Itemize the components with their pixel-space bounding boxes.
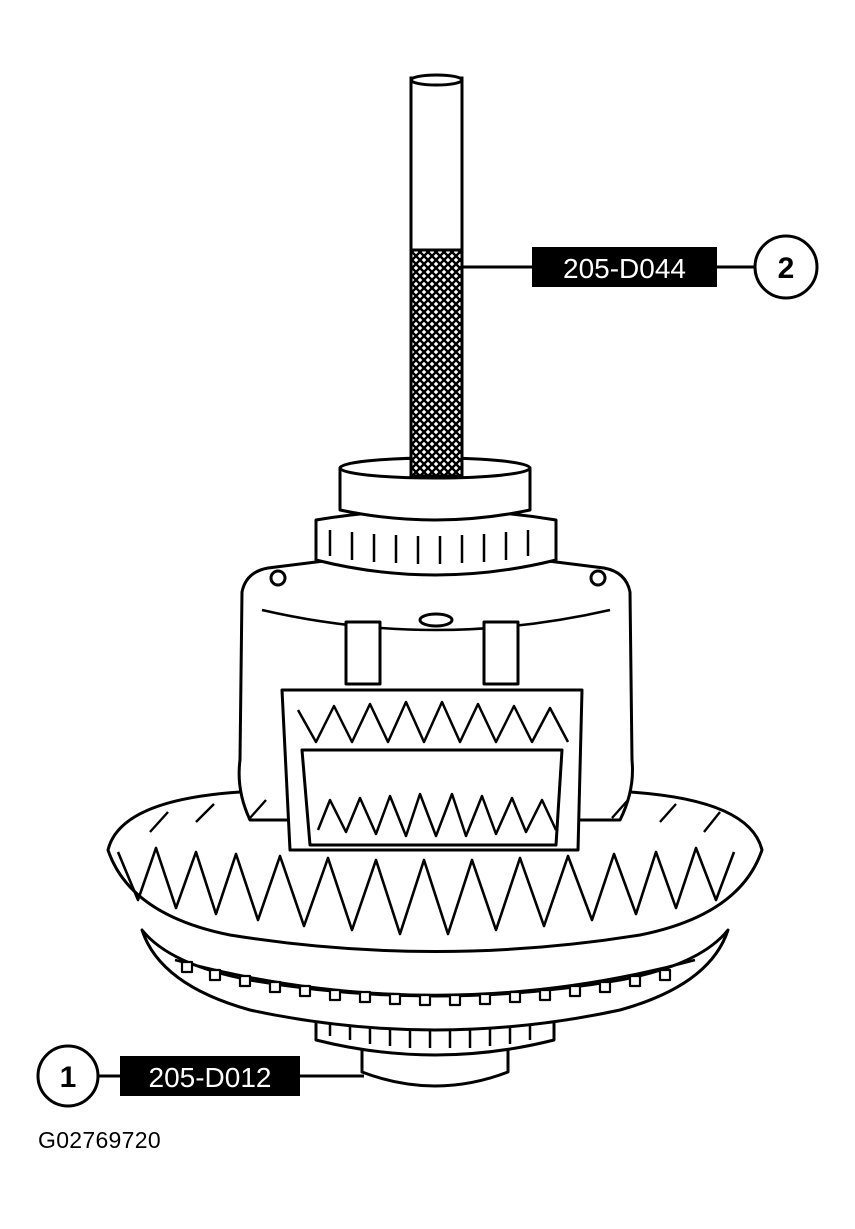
tool-number-label: 205-D012 [149, 1062, 272, 1093]
callout-2: 205-D044 2 [462, 234, 819, 300]
figure-id-label: G02769720 [38, 1127, 161, 1153]
tool-number-label: 205-D044 [563, 253, 686, 284]
tool-label-box [532, 247, 717, 287]
callout-1: 1 205-D012 [36, 1044, 364, 1108]
drift-handle-tip [409, 248, 464, 478]
callout-circle [753, 234, 819, 300]
differential-case-with-ring-gear-icon [106, 456, 764, 1088]
callout-number: 1 [60, 1061, 77, 1094]
callout-number: 2 [778, 252, 795, 285]
tool-label-box [120, 1056, 300, 1096]
